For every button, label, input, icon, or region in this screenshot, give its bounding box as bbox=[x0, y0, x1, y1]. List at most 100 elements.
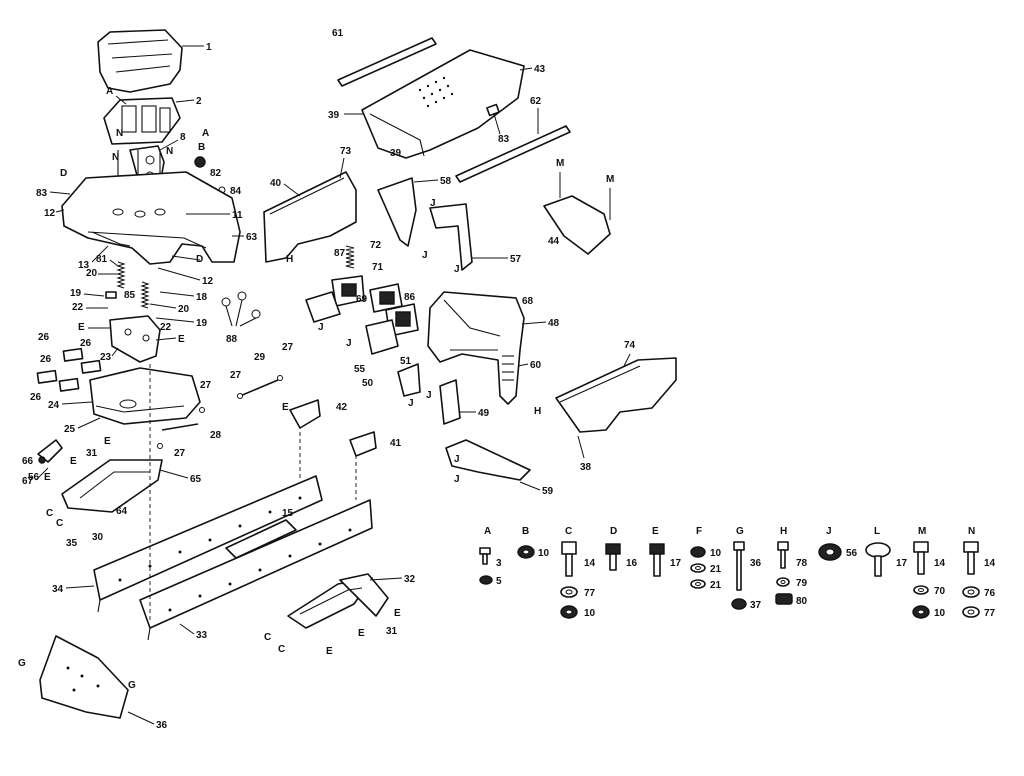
callout-35: 35 bbox=[66, 538, 78, 549]
callout-14: 14 bbox=[984, 558, 996, 569]
side-panel-right bbox=[555, 357, 677, 433]
callout-31: 31 bbox=[386, 626, 398, 637]
callout-27: 27 bbox=[282, 342, 294, 353]
footrest bbox=[287, 573, 389, 629]
callout-57: 57 bbox=[510, 254, 522, 265]
letter-g: G bbox=[18, 658, 26, 669]
hw-letter-n: N bbox=[968, 526, 975, 537]
callout-36: 36 bbox=[156, 720, 168, 731]
pads bbox=[36, 347, 102, 392]
callout-19: 19 bbox=[196, 318, 208, 329]
callout-43: 43 bbox=[534, 64, 546, 75]
letter-a: A bbox=[202, 128, 209, 139]
letter-j: J bbox=[454, 474, 460, 485]
bracket-42 bbox=[289, 399, 321, 429]
rear-fender bbox=[61, 171, 241, 265]
hw-letter-g: G bbox=[736, 526, 744, 537]
letter-d: D bbox=[60, 168, 67, 179]
callout-68: 68 bbox=[522, 296, 534, 307]
hw-letter-h: H bbox=[780, 526, 787, 537]
callout-85: 85 bbox=[124, 290, 136, 301]
grille-support bbox=[377, 177, 473, 271]
hw-letter-f: F bbox=[696, 526, 702, 537]
callout-10: 10 bbox=[934, 608, 946, 619]
callout-14: 14 bbox=[934, 558, 946, 569]
letter-m: M bbox=[556, 158, 564, 169]
headlight-housing bbox=[331, 275, 419, 337]
decal-62 bbox=[455, 125, 571, 183]
callout-55: 55 bbox=[354, 364, 366, 375]
callout-71: 71 bbox=[372, 262, 384, 273]
callout-27: 27 bbox=[230, 370, 242, 381]
callout-63: 63 bbox=[246, 232, 258, 243]
callout-65: 65 bbox=[190, 474, 202, 485]
callout-21: 21 bbox=[710, 564, 722, 575]
callout-21: 21 bbox=[710, 580, 722, 591]
hardware-legend: A B C D E F G H J L M N 3 5 10 14 77 10 bbox=[479, 526, 996, 619]
callout-40: 40 bbox=[270, 178, 282, 189]
callout-80: 80 bbox=[796, 596, 808, 607]
callout-48: 48 bbox=[548, 318, 560, 329]
callout-39: 39 bbox=[328, 110, 340, 121]
callout-37: 37 bbox=[750, 600, 762, 611]
callout-27: 27 bbox=[174, 448, 186, 459]
bolt-group-88 bbox=[221, 291, 261, 327]
callout-10: 10 bbox=[538, 548, 550, 559]
callout-13: 13 bbox=[78, 260, 90, 271]
callout-1: 1 bbox=[206, 42, 212, 53]
letter-j: J bbox=[408, 398, 414, 409]
hood bbox=[361, 49, 525, 159]
callout-19: 19 bbox=[70, 288, 82, 299]
callout-33: 33 bbox=[196, 630, 208, 641]
callout-77: 77 bbox=[984, 608, 996, 619]
callout-56: 56 bbox=[28, 472, 40, 483]
letter-e: E bbox=[104, 436, 111, 447]
callout-22: 22 bbox=[72, 302, 84, 313]
letter-e: E bbox=[44, 472, 51, 483]
letter-b: B bbox=[198, 142, 205, 153]
letter-m: M bbox=[606, 174, 614, 185]
letter-a: A bbox=[106, 86, 113, 97]
support-bracket-59 bbox=[445, 439, 531, 481]
callout-30: 30 bbox=[92, 532, 104, 543]
callout-83: 83 bbox=[498, 134, 510, 145]
letter-e: E bbox=[394, 608, 401, 619]
letter-j: J bbox=[454, 454, 460, 465]
callout-32: 32 bbox=[404, 574, 416, 585]
letter-e: E bbox=[358, 628, 365, 639]
bracket-49 bbox=[439, 379, 461, 425]
headlight-bracket-55 bbox=[365, 319, 399, 355]
callout-36: 36 bbox=[750, 558, 762, 569]
bracket-50 bbox=[397, 363, 421, 397]
cross-member bbox=[225, 519, 297, 559]
frame-right-rail bbox=[139, 499, 373, 641]
hw-letter-c: C bbox=[565, 526, 572, 537]
letter-e: E bbox=[70, 456, 77, 467]
callout-26: 26 bbox=[80, 338, 92, 349]
callout-5: 5 bbox=[496, 576, 502, 587]
callout-67: 67 bbox=[22, 476, 34, 487]
battery-tray bbox=[89, 367, 201, 425]
spring-plate bbox=[109, 315, 161, 363]
callout-66: 66 bbox=[22, 456, 34, 467]
callout-51: 51 bbox=[400, 356, 412, 367]
callout-31: 31 bbox=[86, 448, 98, 459]
letter-e: E bbox=[78, 322, 85, 333]
callout-41: 41 bbox=[390, 438, 402, 449]
front-plate bbox=[39, 635, 129, 719]
callout-78: 78 bbox=[796, 558, 808, 569]
callout-82: 82 bbox=[210, 168, 222, 179]
callout-60: 60 bbox=[530, 360, 542, 371]
letter-j: J bbox=[422, 250, 428, 261]
tray-44 bbox=[543, 195, 611, 255]
grille bbox=[427, 291, 525, 405]
letter-g: G bbox=[128, 680, 136, 691]
callout-26: 26 bbox=[40, 354, 52, 365]
letter-h: H bbox=[286, 254, 293, 265]
callout-64: 64 bbox=[116, 506, 128, 517]
seat-cushion bbox=[97, 29, 183, 93]
callout-18: 18 bbox=[196, 292, 208, 303]
decal-61 bbox=[337, 37, 437, 87]
latch bbox=[37, 439, 63, 464]
